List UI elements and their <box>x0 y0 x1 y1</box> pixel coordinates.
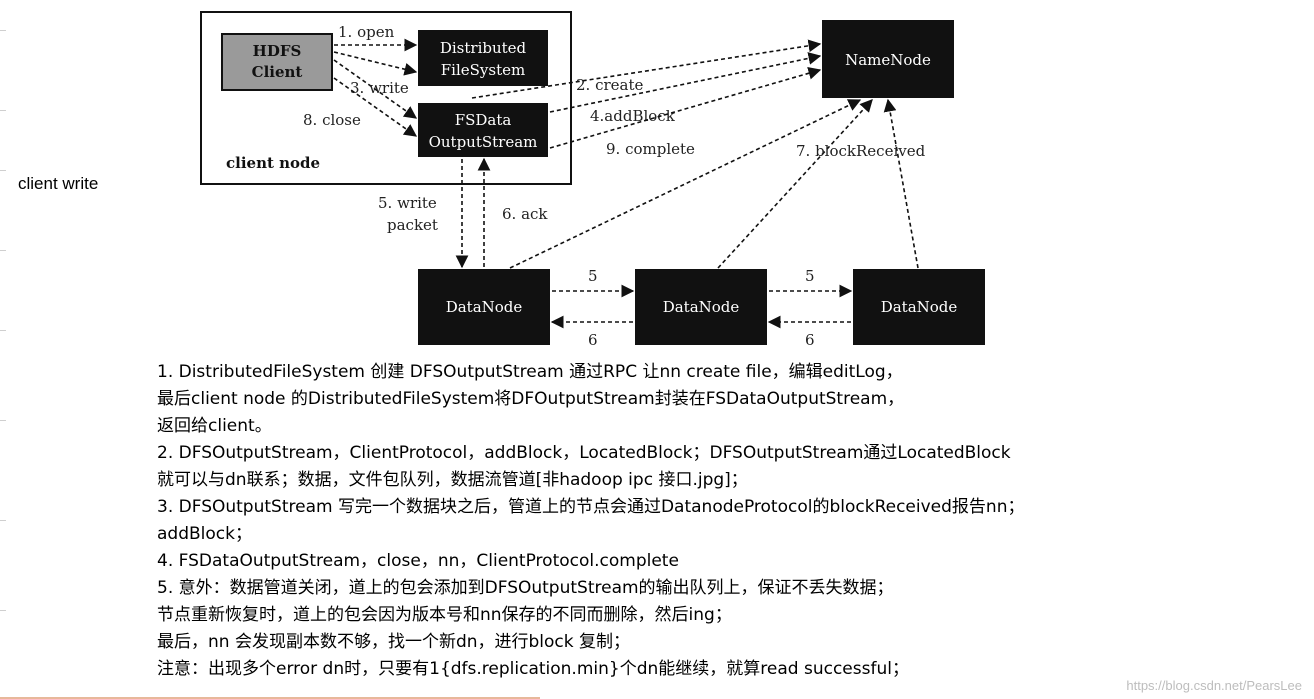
arrow-write <box>333 59 418 119</box>
note-line: 5. 意外：数据管道关闭，道上的包会添加到DFSOutputStream的输出队… <box>157 578 894 598</box>
note-line: 1. DistributedFileSystem 创建 DFSOutputStr… <box>157 362 903 382</box>
arrow-block-received-3 <box>883 98 919 269</box>
hdfs-client-box <box>221 33 333 91</box>
note-line: addBlock； <box>157 524 252 544</box>
arrow-addblock <box>549 52 822 113</box>
label-pipe-fwd-2: 5 <box>805 267 815 285</box>
note-line: 3. DFSOutputStream 写完一个数据块之后，管道上的节点会通过Da… <box>157 497 1025 517</box>
hdfs-client-line1: HDFS <box>253 42 302 60</box>
datanode-box-3 <box>853 269 985 345</box>
hdfs-write-diagram: client node HDFS Client Distributed File… <box>200 11 985 349</box>
label-block-received: 7. blockReceived <box>796 142 926 160</box>
arrow-client-to-dfs <box>333 51 418 76</box>
datanode-box-2 <box>635 269 767 345</box>
datanode-box-1 <box>418 269 550 345</box>
note-line: 2. DFSOutputStream，ClientProtocol，addBlo… <box>157 443 1011 463</box>
bottom-divider <box>0 697 540 699</box>
arrow-complete <box>549 67 822 149</box>
note-line: 返回给client。 <box>157 416 272 436</box>
label-pipe-back-2: 6 <box>805 331 815 349</box>
label-pipe-fwd-1: 5 <box>588 267 598 285</box>
note-line: 最后，nn 会发现副本数不够，找一个新dn，进行block 复制； <box>157 632 631 652</box>
arrow-block-received-1 <box>509 99 862 269</box>
distributed-filesystem-line2: FileSystem <box>441 61 525 79</box>
hdfs-client-line2: Client <box>252 63 303 81</box>
namenode-label: NameNode <box>845 51 931 69</box>
left-edge-artifacts <box>0 0 8 699</box>
label-create: 2. create <box>576 76 643 94</box>
label-addblock: 4.addBlock <box>590 107 676 125</box>
notes-block: 1. DistributedFileSystem 创建 DFSOutputStr… <box>157 359 1157 683</box>
note-line: 注意：出现多个error dn时，只要有1{dfs.replication.mi… <box>157 659 909 679</box>
label-ack: 6. ack <box>502 205 548 223</box>
datanode-label-3: DataNode <box>881 298 958 316</box>
side-label: client write <box>18 174 99 193</box>
note-line: 4. FSDataOutputStream，close，nn，ClientPro… <box>157 551 679 571</box>
label-write-packet-2: packet <box>387 216 438 234</box>
arrow-create <box>471 39 822 99</box>
label-pipe-back-1: 6 <box>588 331 598 349</box>
fsdata-outputstream-line1: FSData <box>455 111 512 129</box>
namenode-box <box>822 20 954 98</box>
datanode-label-2: DataNode <box>663 298 740 316</box>
fsdata-outputstream-line2: OutputStream <box>429 133 538 151</box>
note-line: 最后client node 的DistributedFileSystem将DFO… <box>157 389 905 409</box>
note-line: 节点重新恢复时，道上的包会因为版本号和nn保存的不同而删除，然后ing； <box>157 605 732 625</box>
label-close: 8. close <box>303 111 361 129</box>
distributed-filesystem-box <box>418 30 548 86</box>
label-open: 1. open <box>338 23 395 41</box>
datanode-label-1: DataNode <box>446 298 523 316</box>
note-line: 就可以与dn联系；数据，文件包队列，数据流管道[非hadoop ipc 接口.j… <box>157 470 748 490</box>
label-write-packet-1: 5. write <box>378 194 437 212</box>
arrow-close <box>333 77 418 137</box>
arrow-block-received-2 <box>717 99 873 269</box>
label-complete: 9. complete <box>606 140 695 158</box>
watermark: https://blog.csdn.net/PearsLee <box>1126 678 1302 693</box>
fsdata-outputstream-box <box>418 103 548 157</box>
client-node-label: client node <box>226 154 320 172</box>
label-write: 3. write <box>350 79 409 97</box>
distributed-filesystem-line1: Distributed <box>440 39 527 57</box>
